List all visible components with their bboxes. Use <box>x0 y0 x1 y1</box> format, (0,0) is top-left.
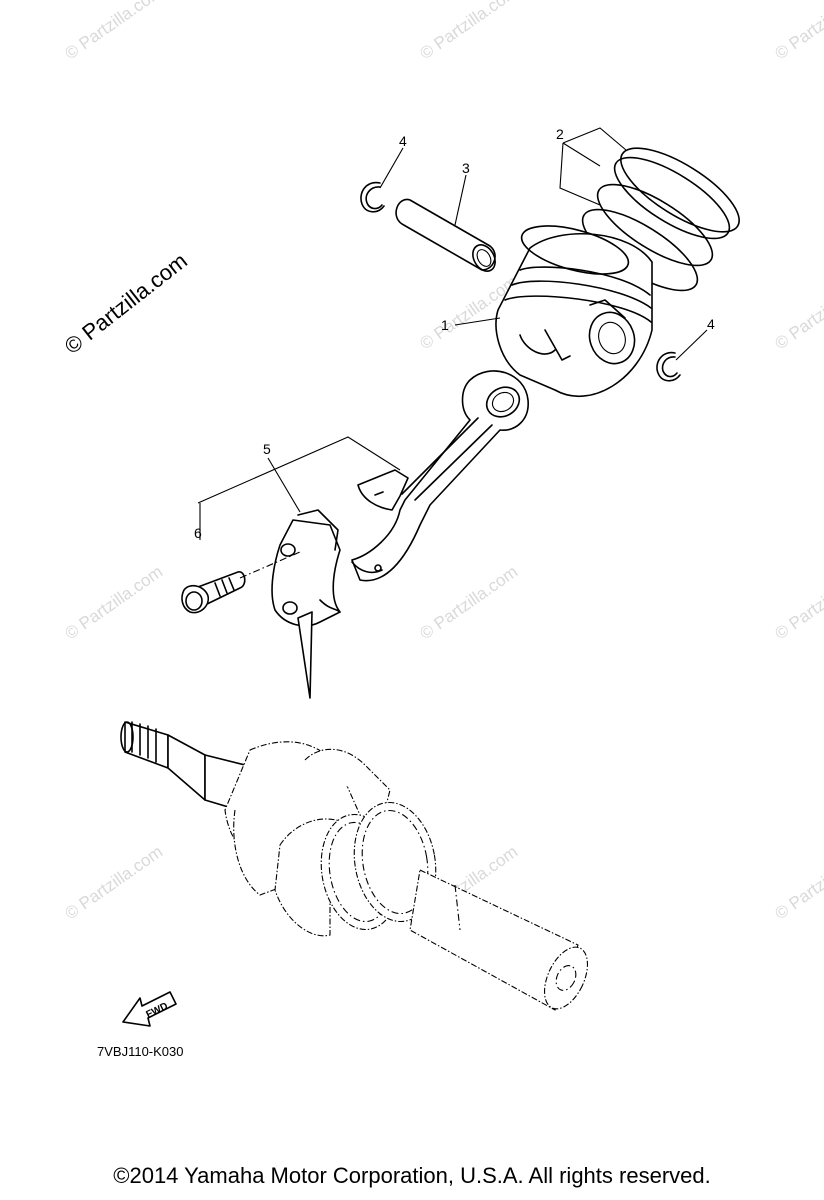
bolt <box>181 571 246 614</box>
watermark: © Partzilla.com <box>416 0 521 63</box>
leader-line-circlip-left <box>379 147 404 189</box>
fwd-arrow-icon: FWD <box>122 991 177 1027</box>
callout-circlip-left: 4 <box>399 133 407 149</box>
callout-circlip-right: 4 <box>707 316 715 332</box>
callout-rod: 5 <box>263 441 271 457</box>
watermark-main: © Partzilla.com <box>60 248 192 359</box>
callout-bolt: 6 <box>194 525 202 541</box>
connecting-rod <box>351 370 529 582</box>
piston-pin <box>395 198 496 272</box>
bolt-axis-line <box>239 551 301 579</box>
leader-line-piston <box>454 317 501 326</box>
leader-line-rod <box>197 436 401 513</box>
diagram-part-code: 7VBJ110-K030 <box>97 1044 184 1059</box>
watermark: © Partzilla.com <box>61 562 166 643</box>
circlip-left <box>360 181 385 213</box>
watermark: © Partzilla.com <box>771 272 824 353</box>
leader-line-rings <box>559 127 627 206</box>
leader-line-circlip-right <box>675 329 708 361</box>
watermark: © Partzilla.com <box>61 842 166 923</box>
circlip-right <box>656 351 681 382</box>
copyright-notice: ©2014 Yamaha Motor Corporation, U.S.A. A… <box>113 1163 711 1188</box>
watermark: © Partzilla.com <box>771 842 824 923</box>
alignment-arrow <box>297 611 313 699</box>
watermark: © Partzilla.com <box>771 0 824 63</box>
callout-piston: 1 <box>441 317 449 333</box>
watermark: © Partzilla.com <box>771 562 824 643</box>
crankshaft <box>120 721 589 1011</box>
watermark: © Partzilla.com <box>61 0 166 63</box>
callout-rings: 2 <box>556 126 564 142</box>
callout-pin: 3 <box>462 160 470 176</box>
connecting-rod-cap <box>271 509 341 627</box>
leader-line-pin <box>454 174 467 226</box>
piston <box>495 225 653 398</box>
watermark: © Partzilla.com <box>416 562 521 643</box>
crank-gear-right <box>353 801 437 923</box>
